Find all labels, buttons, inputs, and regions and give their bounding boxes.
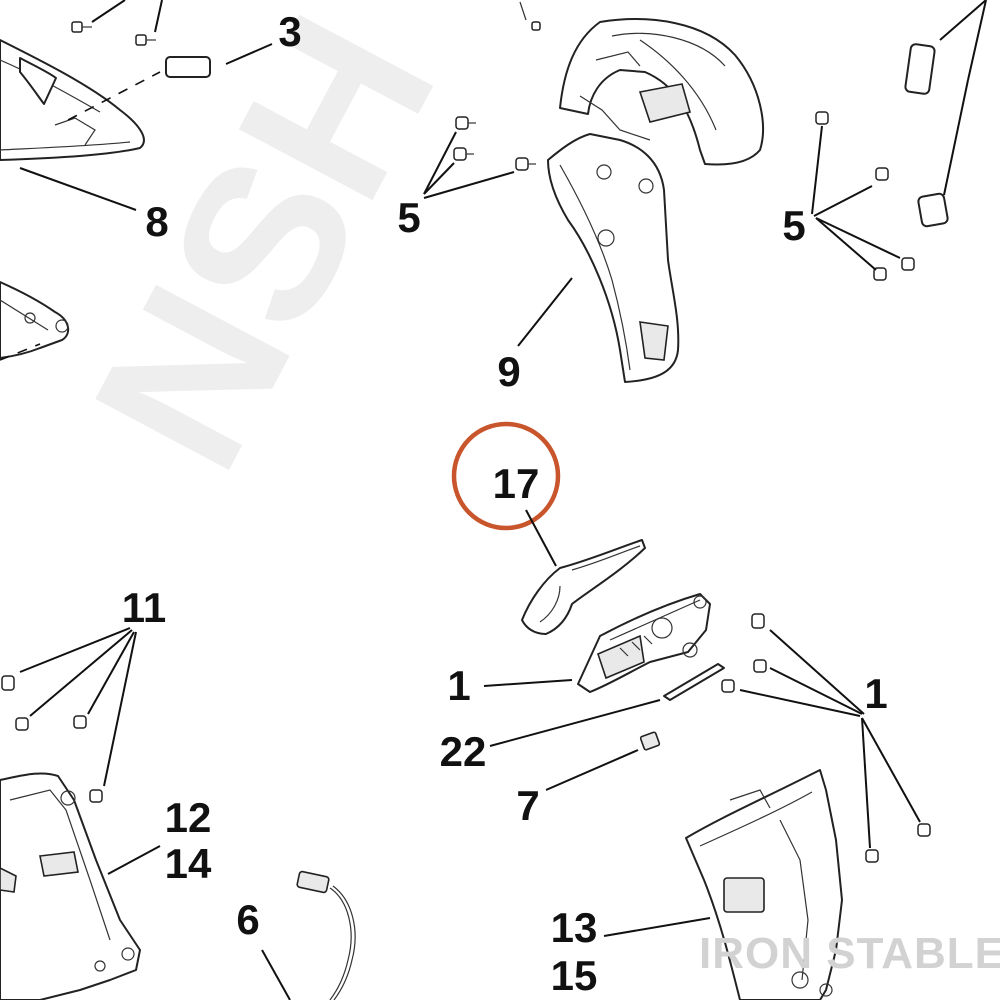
label-6: 6 [236, 896, 259, 943]
label-1-right: 1 [864, 670, 887, 717]
label-7: 7 [516, 782, 539, 829]
watermark-text: NSH [46, 0, 481, 505]
label-14: 14 [165, 840, 212, 887]
part-8-lower-bracket [0, 281, 70, 361]
part-1-screws-left [1, 675, 103, 803]
label-11: 1 [447, 662, 470, 709]
part-5-bolts-top-left [71, 21, 156, 46]
part-5-bolts-center [453, 1, 541, 171]
label-22: 22 [440, 728, 487, 775]
label-8: 8 [145, 198, 168, 245]
brand-watermark: IRON STABLE [699, 929, 1000, 978]
highlight-circle [451, 421, 561, 531]
part-3-lens [165, 56, 211, 78]
part-17-cover [521, 539, 646, 635]
part-7-clip [639, 731, 661, 751]
watermark: NSH [46, 0, 481, 505]
part-rubber-pads [904, 43, 949, 228]
label-3: 3 [278, 8, 301, 55]
label-13: 13 [551, 904, 598, 951]
part-8-fairing-panel [0, 39, 145, 161]
part-11-switch-assembly [577, 593, 711, 693]
part-6-wire-harness [296, 870, 356, 1000]
part-12-14-inner-panel [0, 772, 141, 1000]
label-1-left: 11 [122, 584, 166, 631]
part-5-bolts-right [815, 111, 915, 281]
label-15: 15 [551, 952, 598, 999]
label-9: 9 [497, 348, 520, 395]
label-5-right: 5 [782, 202, 805, 249]
part-9-headlight-bracket [547, 18, 764, 383]
part-13-15-lower-cover [685, 769, 843, 1000]
part-22-gasket [663, 663, 725, 701]
label-5-center: 5 [397, 194, 420, 241]
label-17: 17 [493, 460, 540, 507]
part-1-screws-right [721, 613, 931, 863]
label-12: 12 [165, 794, 212, 841]
